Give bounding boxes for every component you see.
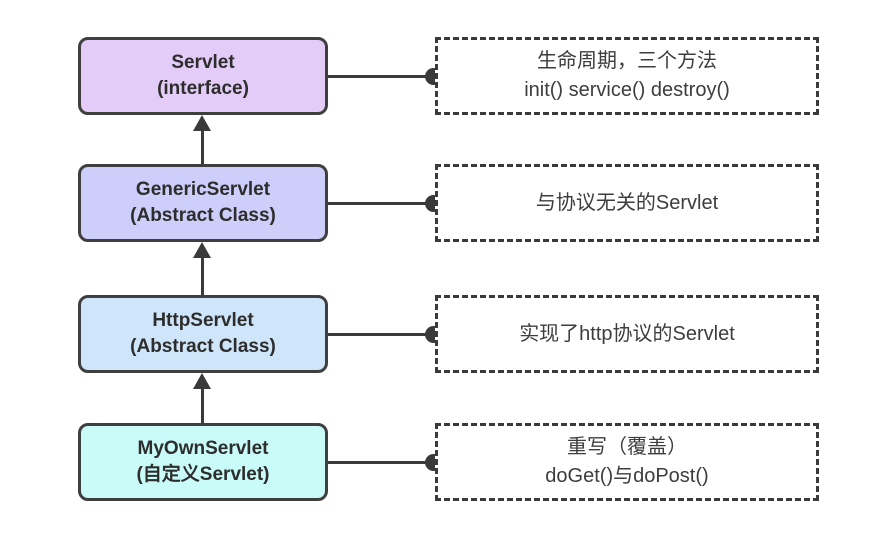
class-subtitle: (interface) bbox=[157, 78, 249, 99]
class-subtitle: (自定义Servlet) bbox=[136, 464, 270, 485]
class-subtitle: (Abstract Class) bbox=[130, 205, 276, 226]
arrow-stem bbox=[200, 389, 204, 423]
class-box-myownservlet: MyOwnServlet (自定义Servlet) bbox=[78, 423, 328, 501]
inheritance-arrow-httpservlet-to-genericservlet bbox=[193, 242, 211, 295]
arrow-stem bbox=[200, 258, 204, 295]
class-box-genericservlet: GenericServlet (Abstract Class) bbox=[78, 164, 328, 242]
note-box-myownservlet: 重写（覆盖） doGet()与doPost() bbox=[435, 423, 819, 501]
connector-line-genericservlet bbox=[328, 201, 435, 205]
note-box-genericservlet: 与协议无关的Servlet bbox=[435, 164, 819, 242]
arrow-up-icon bbox=[193, 242, 211, 258]
connector-line-servlet bbox=[328, 74, 435, 78]
note-text: doGet()与doPost() bbox=[545, 465, 709, 487]
class-subtitle: (Abstract Class) bbox=[130, 336, 276, 357]
arrow-up-icon bbox=[193, 115, 211, 131]
note-box-httpservlet: 实现了http协议的Servlet bbox=[435, 295, 819, 373]
arrow-stem bbox=[200, 131, 204, 164]
class-name: GenericServlet bbox=[135, 179, 271, 200]
note-text: 生命周期，三个方法 bbox=[537, 50, 717, 72]
note-text: init() service() destroy() bbox=[524, 79, 730, 101]
connector-line-httpservlet bbox=[328, 332, 435, 336]
class-name: Servlet bbox=[171, 52, 235, 73]
note-box-servlet: 生命周期，三个方法 init() service() destroy() bbox=[435, 37, 819, 115]
class-name: HttpServlet bbox=[152, 310, 254, 331]
class-box-httpservlet: HttpServlet (Abstract Class) bbox=[78, 295, 328, 373]
note-text: 实现了http协议的Servlet bbox=[519, 322, 735, 345]
class-name: MyOwnServlet bbox=[137, 438, 269, 459]
connector-line-myownservlet bbox=[328, 460, 435, 464]
inheritance-arrow-genericservlet-to-servlet bbox=[193, 115, 211, 164]
class-box-servlet: Servlet (interface) bbox=[78, 37, 328, 115]
note-text: 与协议无关的Servlet bbox=[535, 191, 719, 214]
note-text: 重写（覆盖） bbox=[567, 436, 687, 458]
inheritance-arrow-myownservlet-to-httpservlet bbox=[193, 373, 211, 423]
arrow-up-icon bbox=[193, 373, 211, 389]
